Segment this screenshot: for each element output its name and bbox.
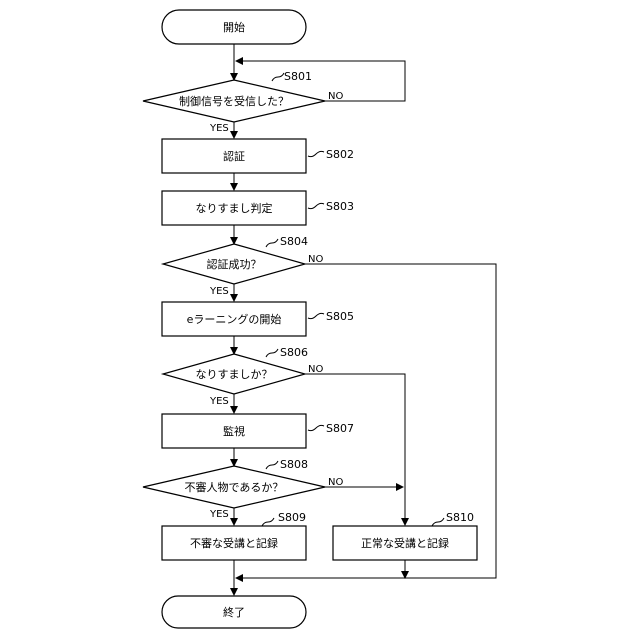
end-label: 終了: [223, 605, 245, 619]
s805-leader: [308, 313, 324, 318]
process-s802: 認証: [162, 139, 306, 173]
s808-no-label: NO: [328, 477, 343, 488]
process-s810: 正常な受講と記録: [333, 526, 477, 560]
process-s803-label: なりすまし判定: [196, 201, 273, 215]
end-terminal: 終了: [162, 596, 306, 628]
step-s801: S801: [284, 70, 312, 83]
step-s803: S803: [326, 200, 354, 213]
s806-yes-label: YES: [209, 396, 229, 407]
decision-s808: 不審人物であるか？: [143, 466, 325, 508]
arrow-s806-no: [305, 374, 405, 525]
start-label: 開始: [223, 20, 245, 34]
process-s810-label: 正常な受講と記録: [361, 536, 449, 550]
s806-leader: [266, 349, 278, 357]
s808-yes-label: YES: [209, 509, 229, 520]
process-s805: eラーニングの開始: [162, 302, 306, 336]
s804-yes-label: YES: [209, 286, 229, 297]
s802-leader: [308, 151, 324, 156]
step-s810: S810: [446, 511, 474, 524]
s810-leader: [432, 518, 444, 526]
start-terminal: 開始: [162, 10, 306, 44]
step-s805: S805: [326, 310, 354, 323]
step-s804: S804: [280, 235, 308, 248]
step-s806: S806: [280, 346, 308, 359]
step-labels: S801 S802 S803 S804 S805 S806 S807 S808 …: [262, 70, 474, 526]
process-s802-label: 認証: [223, 149, 245, 163]
process-s807-label: 監視: [223, 424, 245, 438]
step-s808: S808: [280, 458, 308, 471]
process-s805-label: eラーニングの開始: [187, 312, 282, 326]
process-s809-label: 不審な受講と記録: [190, 536, 278, 550]
process-s809: 不審な受講と記録: [162, 526, 306, 560]
s803-leader: [308, 203, 324, 208]
decision-s806: なりすましか？: [163, 354, 305, 394]
decision-s801-label: 制御信号を受信した？: [179, 94, 289, 108]
step-s809: S809: [278, 511, 306, 524]
process-s803: なりすまし判定: [162, 191, 306, 225]
s801-yes-label: YES: [209, 123, 229, 134]
decision-s806-label: なりすましか？: [196, 368, 273, 381]
s808-leader: [266, 461, 278, 469]
s809-leader: [262, 518, 274, 526]
decision-s804-label: 認証成功？: [207, 257, 262, 271]
decision-s801: 制御信号を受信した？: [143, 80, 325, 122]
s804-no-label: NO: [308, 254, 323, 265]
s806-no-label: NO: [308, 364, 323, 375]
s804-leader: [266, 239, 278, 247]
process-s807: 監視: [162, 414, 306, 448]
s801-leader: [272, 73, 284, 81]
decision-s808-label: 不審人物であるか？: [185, 480, 284, 494]
s801-no-label: NO: [328, 91, 343, 102]
decision-s804: 認証成功？: [163, 244, 305, 284]
step-s802: S802: [326, 148, 354, 161]
step-s807: S807: [326, 422, 354, 435]
s807-leader: [308, 425, 324, 430]
